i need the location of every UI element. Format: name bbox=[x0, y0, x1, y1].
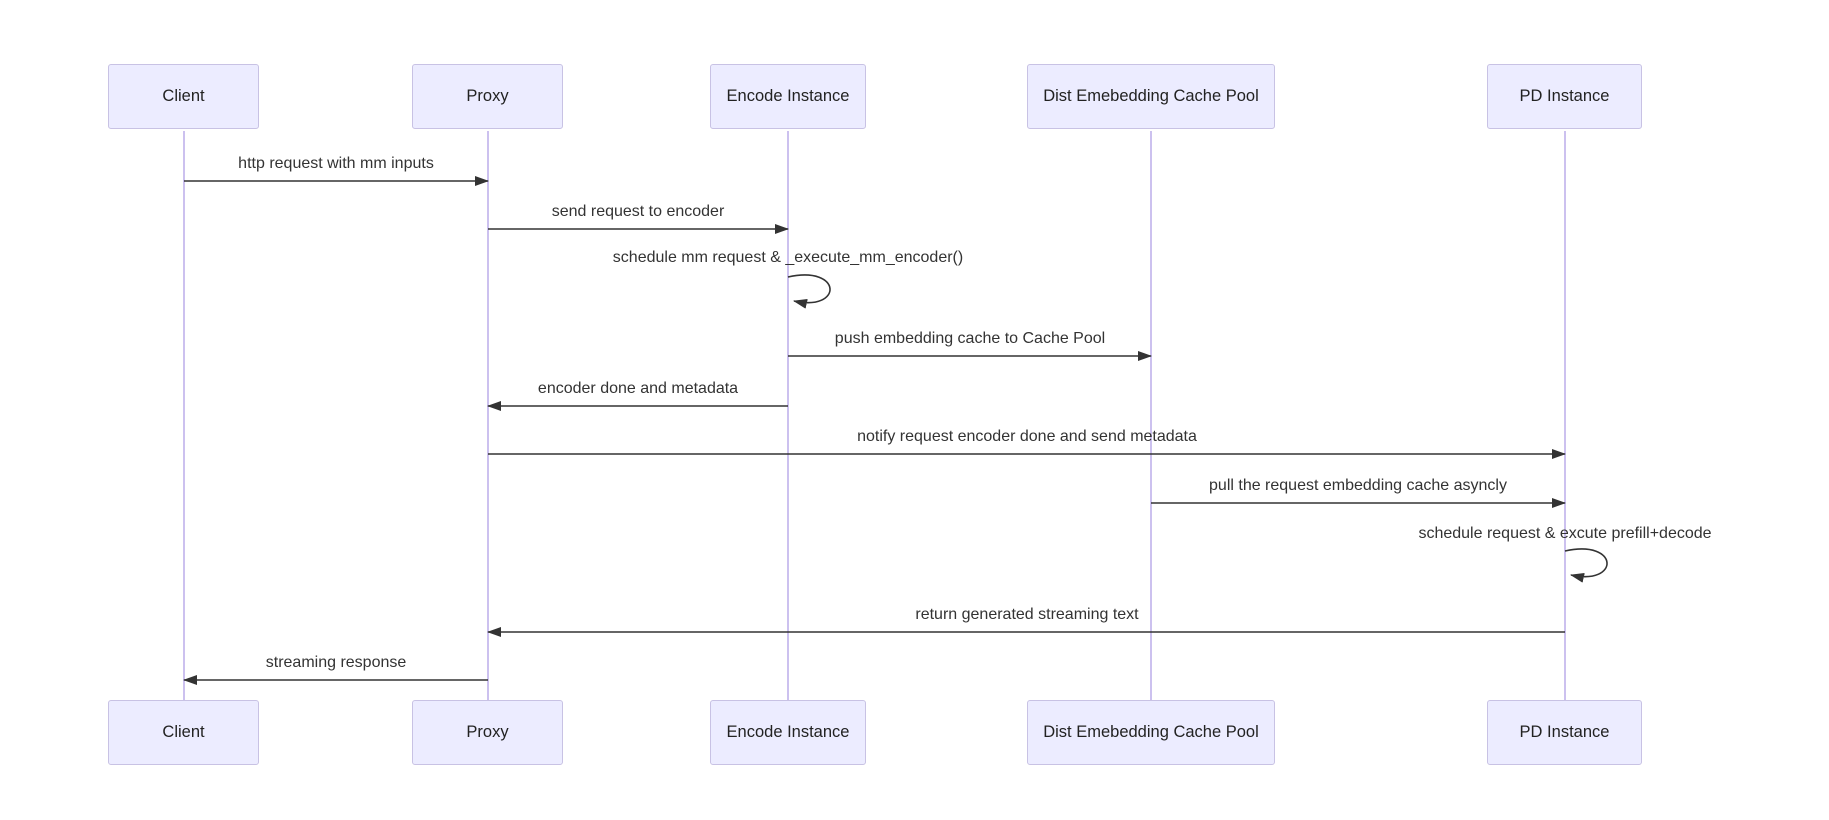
actor-label: Dist Emebedding Cache Pool bbox=[1043, 723, 1259, 741]
actor-top-client: Client bbox=[108, 64, 259, 129]
actor-label: Proxy bbox=[466, 87, 509, 105]
lifeline-pd-instance bbox=[1564, 131, 1566, 700]
actor-label: Client bbox=[162, 87, 205, 105]
lifeline-proxy bbox=[487, 131, 489, 700]
message-label-schedule-prefill: schedule request & excute prefill+decode bbox=[1418, 525, 1712, 542]
message-label-schedule-mm: schedule mm request & _execute_mm_encode… bbox=[612, 249, 964, 266]
actor-bottom-encode-instance: Encode Instance bbox=[710, 700, 866, 765]
actor-bottom-proxy: Proxy bbox=[412, 700, 563, 765]
actor-bottom-client: Client bbox=[108, 700, 259, 765]
message-label-encoder-done: encoder done and metadata bbox=[537, 380, 739, 397]
message-label-streaming-response: streaming response bbox=[265, 654, 407, 671]
lifeline-cache-pool bbox=[1150, 131, 1152, 700]
message-label-pull-cache: pull the request embedding cache asyncly bbox=[1209, 477, 1507, 494]
arrow-self-loop-pd bbox=[1564, 548, 1608, 583]
actor-top-proxy: Proxy bbox=[412, 64, 563, 129]
arrow-self-loop-encode bbox=[787, 274, 831, 309]
actor-top-encode-instance: Encode Instance bbox=[710, 64, 866, 129]
actor-label: PD Instance bbox=[1519, 87, 1610, 105]
actor-label: Dist Emebedding Cache Pool bbox=[1043, 87, 1259, 105]
message-label-http-request: http request with mm inputs bbox=[238, 155, 434, 172]
actor-bottom-pd-instance: PD Instance bbox=[1487, 700, 1642, 765]
actor-top-pd-instance: PD Instance bbox=[1487, 64, 1642, 129]
actor-top-cache-pool: Dist Emebedding Cache Pool bbox=[1027, 64, 1275, 129]
actor-label: PD Instance bbox=[1519, 723, 1610, 741]
lifeline-encode-instance bbox=[787, 131, 789, 700]
lifeline-client bbox=[183, 131, 185, 700]
message-label-notify-done: notify request encoder done and send met… bbox=[857, 428, 1197, 445]
message-label-return-text: return generated streaming text bbox=[915, 606, 1139, 623]
actor-label: Encode Instance bbox=[726, 87, 850, 105]
message-label-push-cache: push embedding cache to Cache Pool bbox=[834, 330, 1106, 347]
actor-label: Proxy bbox=[466, 723, 509, 741]
actor-label: Client bbox=[162, 723, 205, 741]
actor-bottom-cache-pool: Dist Emebedding Cache Pool bbox=[1027, 700, 1275, 765]
actor-label: Encode Instance bbox=[726, 723, 850, 741]
message-label-send-request: send request to encoder bbox=[551, 203, 725, 220]
